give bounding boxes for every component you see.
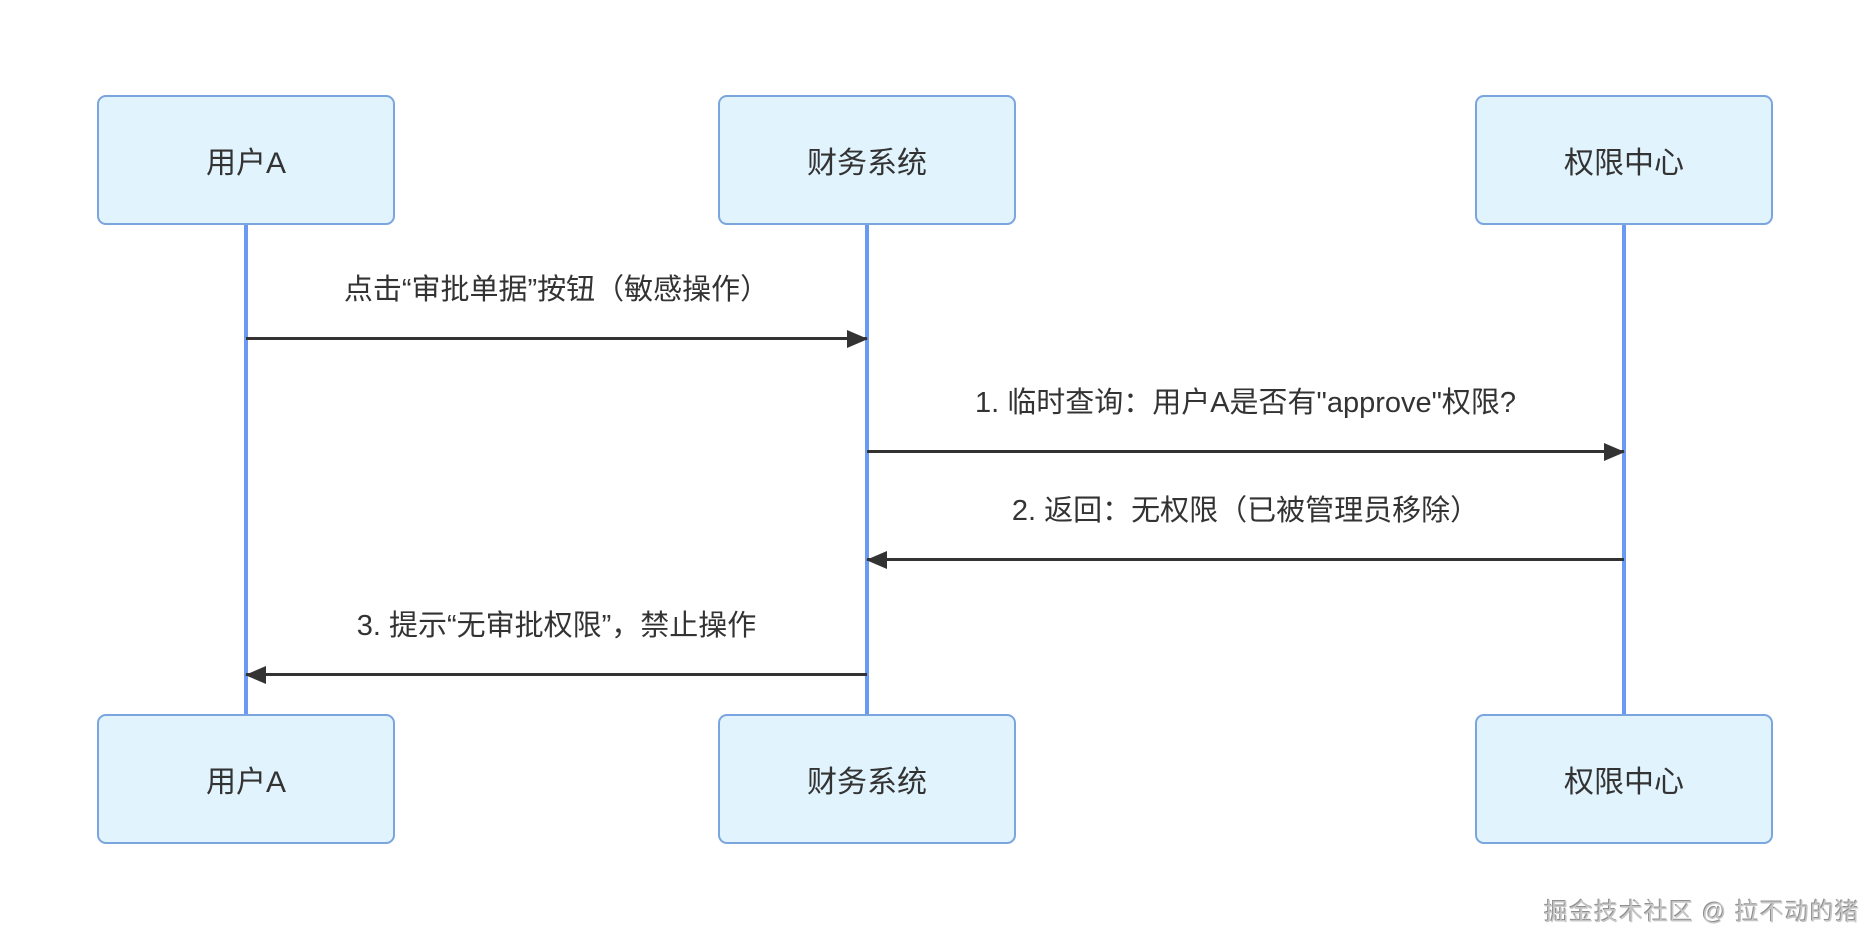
message-arrow-line <box>866 551 1624 569</box>
message-deny-operation: 3. 提示“无审批权限”，禁止操作 <box>245 610 867 684</box>
watermark-text: 掘金技术社区 @ 拉不动的猪 <box>1544 899 1860 926</box>
actor-box-permission-center-bottom: 权限中心 <box>1475 714 1773 844</box>
message-arrow-line <box>246 330 868 348</box>
actor-box-finance-system-top: 财务系统 <box>718 95 1016 225</box>
actor-box-permission-center-top: 权限中心 <box>1475 95 1773 225</box>
lifeline-user-a <box>244 225 248 714</box>
message-label: 点击“审批单据”按钮（敏感操作） <box>343 274 770 306</box>
actor-label: 权限中心 <box>1564 766 1684 799</box>
message-arrow-line <box>867 443 1625 461</box>
arrowhead-right-icon <box>847 330 868 348</box>
actor-label: 权限中心 <box>1564 147 1684 180</box>
message-return-no-permission: 2. 返回：无权限（已被管理员移除） <box>866 495 1624 569</box>
message-query-permission: 1. 临时查询：用户A是否有"approve"权限? <box>867 387 1625 461</box>
lifeline-finance-system <box>865 225 869 714</box>
actor-box-finance-system-bottom: 财务系统 <box>718 714 1016 844</box>
arrowhead-left-icon <box>866 551 887 569</box>
actor-label: 财务系统 <box>807 766 927 799</box>
message-label: 1. 临时查询：用户A是否有"approve"权限? <box>974 387 1517 419</box>
lifeline-permission-center <box>1622 225 1626 714</box>
arrowhead-right-icon <box>1604 443 1625 461</box>
actor-label: 用户A <box>205 147 286 180</box>
actor-label: 财务系统 <box>807 147 927 180</box>
actor-box-user-a-top: 用户A <box>97 95 395 225</box>
message-label: 3. 提示“无审批权限”，禁止操作 <box>356 610 757 642</box>
message-click-approve-button: 点击“审批单据”按钮（敏感操作） <box>246 274 868 348</box>
actor-label: 用户A <box>205 766 286 799</box>
arrowhead-left-icon <box>245 666 266 684</box>
message-label: 2. 返回：无权限（已被管理员移除） <box>1011 495 1480 527</box>
message-arrow-line <box>245 666 867 684</box>
actor-box-user-a-bottom: 用户A <box>97 714 395 844</box>
